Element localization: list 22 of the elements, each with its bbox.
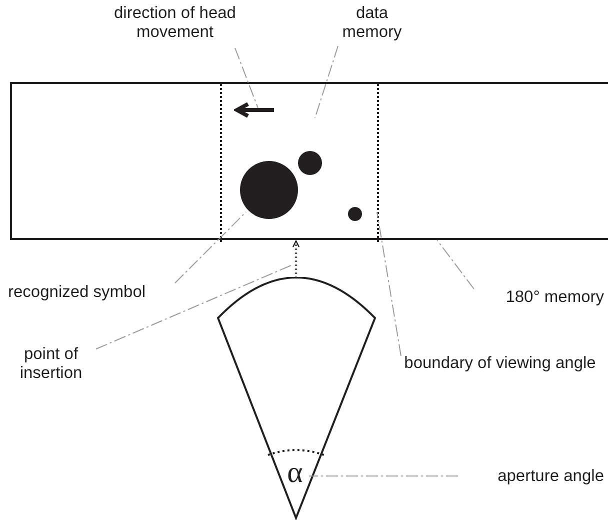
leader-line — [436, 240, 474, 290]
callout-label: direction of head movement — [85, 4, 265, 42]
memory-band — [10, 82, 608, 240]
callout-label: boundary of viewing angle — [402, 354, 598, 373]
viewing-window — [220, 84, 379, 242]
leader-line — [234, 48, 258, 108]
leader-line — [376, 212, 402, 356]
leader-line — [314, 46, 338, 118]
alpha-symbol: α — [282, 458, 308, 488]
insertion-arrow — [292, 240, 300, 278]
leader-line — [174, 212, 246, 284]
direction-arrow — [234, 102, 276, 118]
symbol-dot — [240, 161, 298, 219]
callout-label: aperture angle — [458, 467, 604, 486]
symbol-dot — [348, 207, 362, 221]
aperture-sector — [216, 277, 378, 520]
callout-label: point of insertion — [6, 345, 96, 383]
callout-label: 180° memory — [470, 288, 604, 307]
callout-label: data memory — [332, 4, 412, 42]
callout-label: recognized symbol — [8, 283, 178, 302]
leader-line — [96, 264, 292, 350]
symbol-dot — [298, 151, 322, 175]
